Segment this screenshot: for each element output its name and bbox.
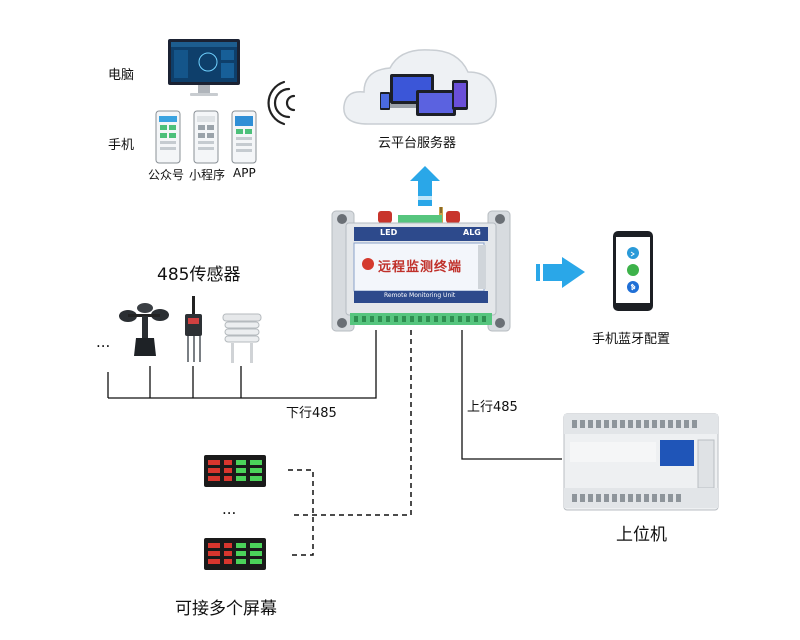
app-label-wechat-official: 公众号	[148, 168, 185, 182]
pc-label: 电脑	[108, 68, 135, 83]
device-brand: ALG	[463, 228, 481, 237]
device-subtitle: Remote Monitoring Unit	[384, 292, 456, 299]
monitor-icon	[166, 38, 242, 104]
phone-label: 手机	[108, 138, 135, 153]
remote-monitoring-terminal: LED ALG 远程监测终端 Remote Monitoring Unit	[328, 207, 514, 339]
device-led-label: LED	[380, 228, 398, 237]
multi-screen-label: 可接多个屏幕	[175, 599, 277, 619]
wifi-signal-icon	[267, 80, 296, 126]
arrow-up-icon	[410, 166, 440, 206]
anemometer-icon	[118, 298, 172, 364]
wechat-icon	[627, 264, 639, 276]
upper-computer-label: 上位机	[616, 525, 667, 545]
bluetooth-config-label: 手机蓝牙配置	[592, 332, 671, 347]
phone-icon-1	[155, 110, 181, 164]
led-screen-1	[204, 455, 266, 491]
sensors-label: 485传感器	[157, 265, 241, 285]
downlink-485-wire	[107, 330, 377, 399]
soil-sensor-icon	[181, 296, 207, 368]
phone-icon-2	[193, 110, 219, 164]
phone-screenshots	[155, 110, 259, 168]
plc-upper-computer	[562, 412, 724, 520]
louver-box-sensor-icon	[219, 312, 265, 370]
arrow-right-icon	[536, 257, 585, 288]
bluetooth-phone	[612, 230, 656, 318]
device-title: 远程监测终端	[378, 260, 463, 275]
cloud-label: 云平台服务器	[378, 136, 457, 151]
app-label-mini-program: 小程序	[189, 168, 226, 182]
sensors-ellipsis: ...	[96, 333, 111, 351]
phone-icon-3	[231, 110, 257, 164]
led-screen-2	[204, 538, 266, 574]
downlink-485-label: 下行485	[286, 406, 337, 421]
cloud-icon	[338, 44, 500, 132]
app-label-app: APP	[233, 166, 256, 180]
uplink-485-label: 上行485	[467, 400, 518, 415]
screens-ellipsis: ...	[222, 500, 237, 518]
uplink-485-wire	[461, 330, 562, 460]
screens-dashed-wire	[288, 330, 412, 556]
